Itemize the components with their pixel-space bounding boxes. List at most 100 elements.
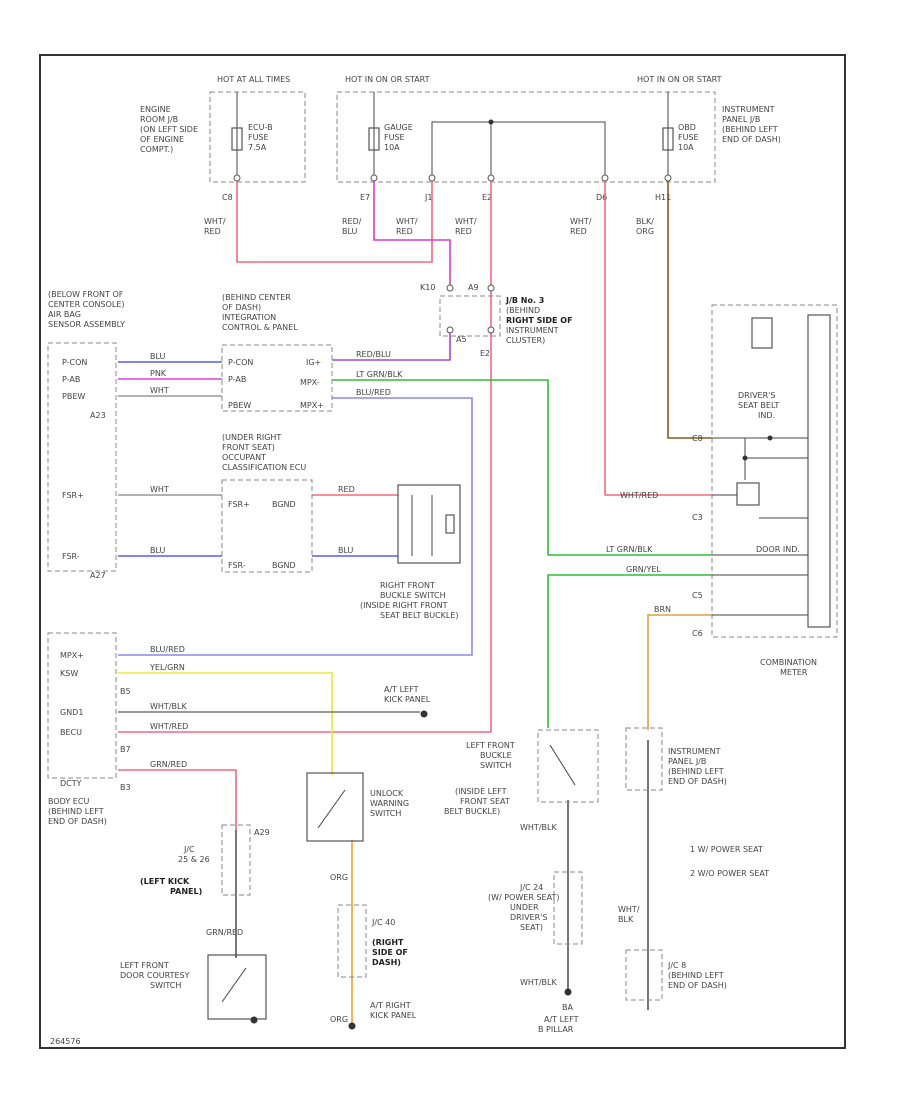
airbag-pin-a27: A27 [90,571,106,580]
right-buckle-resistor-icon [445,514,455,534]
conn-e7: E7 [360,193,370,202]
integration-title-line1: (BEHIND CENTER [222,293,291,302]
wire-j1-label1: WHT/ [396,217,418,226]
terminal-e2 [487,174,495,182]
occupant-pin-bgnd2: BGND [272,561,296,570]
wire-jb3-redblu [332,333,451,361]
wire-unlock-org-label: ORG [330,873,348,882]
meter-bus-bar [807,314,831,628]
wire-h11-label2: ORG [636,227,654,236]
airbag-pin-fsrp: FSR+ [62,491,84,500]
ground-left-kick-icon [420,710,428,718]
airbag-pin-pab: P-AB [62,375,80,384]
airbag-location-line2: CENTER CONSOLE) [48,300,125,309]
ipjb-bottom-line1: INSTRUMENT [668,747,721,756]
wire-ipjb-whtblk2: BLK [618,915,634,924]
wire-left-buckle-grnyel [547,574,712,728]
wire-grnyel-label: GRN/YEL [626,565,661,574]
jc-right-line1: J/C 40 [371,918,395,927]
gauge-fuse-label3: 10A [384,143,400,152]
left-buckle-inside-line3: BELT BUCKLE) [444,807,500,816]
engine-room-jb-box [209,91,306,183]
wire-fsrm-label: BLU [150,546,166,555]
jc24-line5: SEAT) [520,923,543,932]
figure-id: 264576 [50,1037,81,1046]
jc-right-line2: (RIGHT [372,938,404,947]
meter-dot1 [767,435,773,441]
wire-door-grnred-label: GRN/RED [206,928,243,937]
wire-pbew-label: WHT [150,386,169,395]
conn-k10: K10 [420,283,435,292]
body-ecu-box [47,632,117,779]
occupant-title-line4: CLASSIFICATION ECU [222,463,306,472]
airbag-location-line1: (BELOW FRONT OF [48,290,124,299]
left-buckle-inside-line1: (INSIDE LEFT [455,787,507,796]
integration-pin-ig: IG+ [306,358,321,367]
jb-internal-bus [431,121,606,175]
jc24-line3: UNDER [510,903,539,912]
left-buckle-line1: LEFT FRONT [466,741,515,750]
hot-at-all-times-label: HOT AT ALL TIMES [217,75,290,84]
wire-ig-label: RED/BLU [356,350,391,359]
ipjb-top-line3: (BEHIND LEFT [722,125,778,134]
drivers-seat-belt-line3: IND. [758,411,775,420]
unlock-switch-box [306,772,364,842]
terminal-h11 [664,174,672,182]
ground-left-pillar-line2: B PILLAR [538,1025,574,1034]
ecu-b-fuse-label3: 7.5A [248,143,267,152]
ipjb-top-line1: INSTRUMENT [722,105,775,114]
ground-left-pillar-id: BA [562,1003,573,1012]
gauge-fuse-label1: GAUGE [384,123,413,132]
conn-e2b: E2 [480,349,490,358]
buckle-right-line4: SEAT BELT BUCKLE) [380,611,459,620]
wire-ksw-yelgrn [118,672,333,775]
meter-name-line1: COMBINATION [760,658,817,667]
power-section: HOT AT ALL TIMES HOT IN ON OR START HOT … [140,75,781,236]
wire-buckle-red-label: RED [338,485,355,494]
jb3-box [439,295,501,337]
wire-meter-whtred-label: WHT/RED [620,491,658,500]
hot-in-on-right-label: HOT IN ON OR START [637,75,722,84]
ground-left-pillar-line1: A/T LEFT [544,1015,579,1024]
body-ecu-line3: END OF DASH) [48,817,107,826]
terminal-d6 [601,174,609,182]
meter-lamp-icon [751,317,773,349]
jb3-line2: (BEHIND [506,306,540,315]
note-1: 1 W/ POWER SEAT [690,845,763,854]
wire-c8-label1: WHT/ [204,217,226,226]
ipjb-bottom-line3: (BEHIND LEFT [668,767,724,776]
left-door-line2: DOOR COURTESY [120,971,190,980]
unlock-switch-line2: WARNING [370,799,409,808]
integration-title-line4: CONTROL & PANEL [222,323,298,332]
wire-body-mpx-label: BLU/RED [150,645,185,654]
wire-left-buckle-whtblk: WHT/BLK [520,823,557,832]
obd-fuse-label2: FUSE [678,133,699,142]
jb3-line1: J/B No. 3 [505,296,544,305]
meter-ind-box [736,482,760,506]
combination-meter-box [711,304,838,638]
airbag-pin-fsrm: FSR- [62,552,80,561]
note-2: 2 W/O POWER SEAT [690,869,769,878]
gauge-fuse-icon [368,127,380,151]
ground-left-kick-line2: KICK PANEL [384,695,431,704]
wire-brn-label: BRN [654,605,671,614]
jb3-line5: CLUSTER) [506,336,545,345]
conn-d6: D6 [596,193,607,202]
meter-pin-c5: C5 [692,591,703,600]
body-ecu-pin-dcty: DCTY [60,779,82,788]
obd-fuse-label1: OBD [678,123,696,132]
wire-h11-label1: BLK/ [636,217,654,226]
occupant-pin-fsrp: FSR+ [228,500,250,509]
wire-unlock-org-label2: ORG [330,1015,348,1024]
left-buckle-box [537,729,599,803]
ground-right-kick-line1: A/T RIGHT [370,1001,411,1010]
body-ecu-line1: BODY ECU [48,797,89,806]
diagram-frame [39,54,846,1049]
jc24-line1: J/C 24 [519,883,543,892]
body-ecu-num-b7: B7 [120,745,131,754]
jc8-box [625,949,663,1001]
conn-j1: J1 [424,193,432,202]
wire-mpx-ltgrnblk [332,379,712,556]
meter-pin-c6: C6 [692,629,703,638]
